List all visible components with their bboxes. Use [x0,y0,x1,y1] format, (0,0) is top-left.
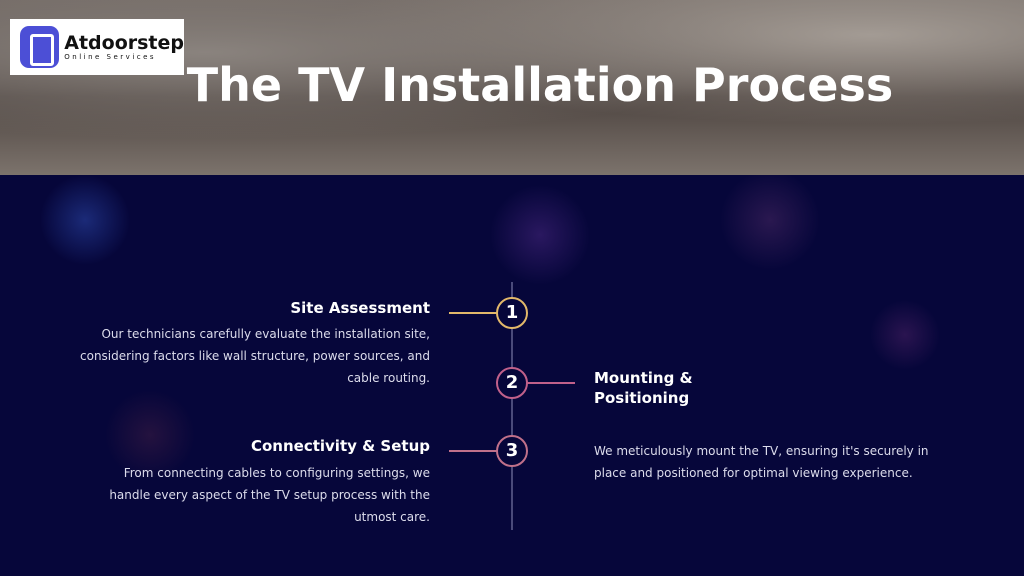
step-3-marker: 3 [496,435,528,467]
step-1-marker: 1 [496,297,528,329]
step-2-description: We meticulously mount the TV, ensuring i… [594,444,929,480]
connector-2 [527,382,575,384]
step-1-description: Our technicians carefully evaluate the i… [80,327,430,385]
page-title: The TV Installation Process [186,58,894,112]
door-icon [20,26,60,68]
logo-name: Atdoorstep [64,32,184,54]
step-3-description: From connecting cables to configuring se… [109,466,430,524]
logo-tagline: Online Services [64,53,157,61]
step-2-marker: 2 [496,367,528,399]
logo: Atdoorstep Online Services [10,19,184,75]
step-2-title: Mounting & Positioning [594,369,693,407]
timeline-line [511,282,513,530]
connector-1 [449,312,497,314]
connector-3 [449,450,497,452]
step-3-title: Connectivity & Setup [250,437,430,455]
step-1-title: Site Assessment [290,299,430,317]
